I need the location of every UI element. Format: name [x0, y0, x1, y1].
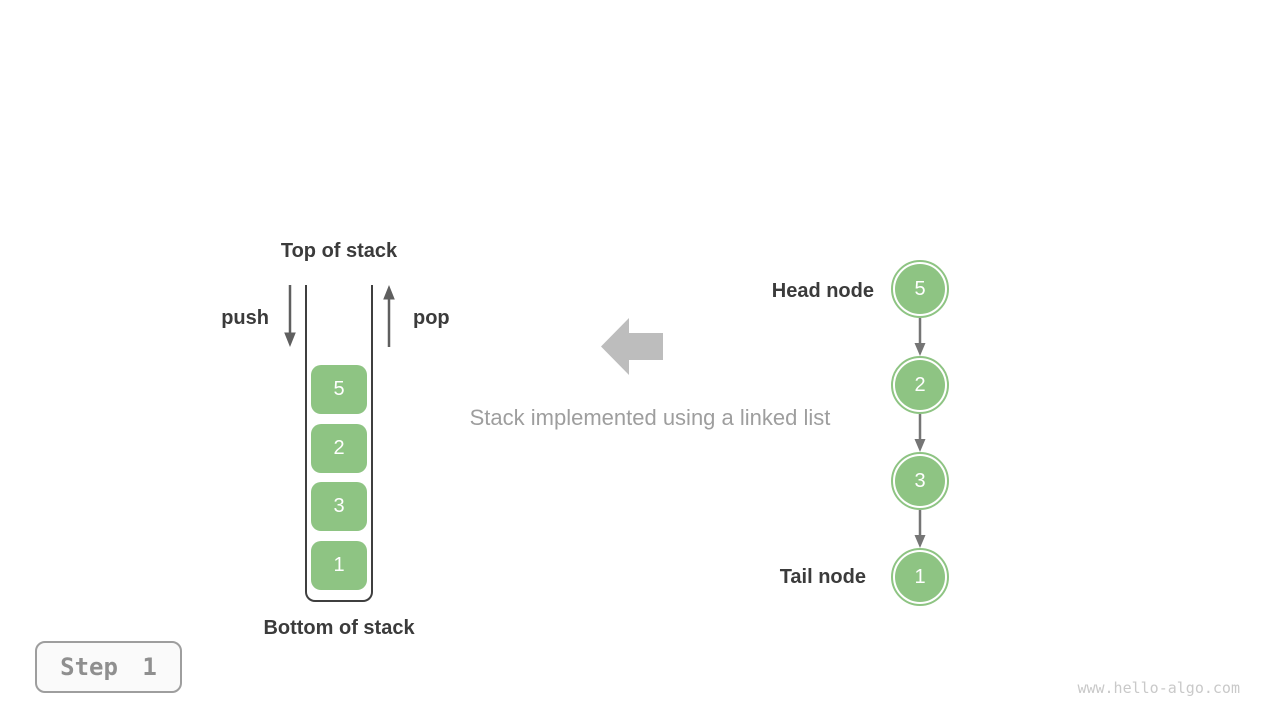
push-label: push: [221, 307, 269, 329]
tail-node-label: Tail node: [779, 566, 866, 588]
node-value: 3: [895, 456, 945, 506]
stack-item: 1: [311, 541, 367, 590]
head-node-label: Head node: [771, 280, 874, 302]
pop-up-arrow-icon: [383, 285, 395, 347]
link-down-arrow-icon: [914, 510, 926, 548]
bottom-of-stack-label: Bottom of stack: [263, 617, 415, 639]
node-value: 5: [895, 264, 945, 314]
node-value: 2: [895, 360, 945, 410]
linked-list-node: 1: [891, 548, 949, 606]
top-of-stack-label: Top of stack: [280, 240, 398, 262]
watermark: www.hello-algo.com: [1077, 679, 1240, 697]
stack-item: 3: [311, 482, 367, 531]
stack-item: 2: [311, 424, 367, 473]
linked-list-node: 3: [891, 452, 949, 510]
step-badge: Step 1: [35, 641, 182, 693]
stack-item: 5: [311, 365, 367, 414]
link-down-arrow-icon: [914, 414, 926, 452]
linked-list-node: 2: [891, 356, 949, 414]
linked-list-node: 5: [891, 260, 949, 318]
link-down-arrow-icon: [914, 318, 926, 356]
node-value: 1: [895, 552, 945, 602]
pop-label: pop: [413, 307, 450, 329]
diagram-caption: Stack implemented using a linked list: [469, 405, 831, 430]
push-down-arrow-icon: [284, 285, 296, 347]
big-left-arrow-icon: [601, 318, 663, 375]
